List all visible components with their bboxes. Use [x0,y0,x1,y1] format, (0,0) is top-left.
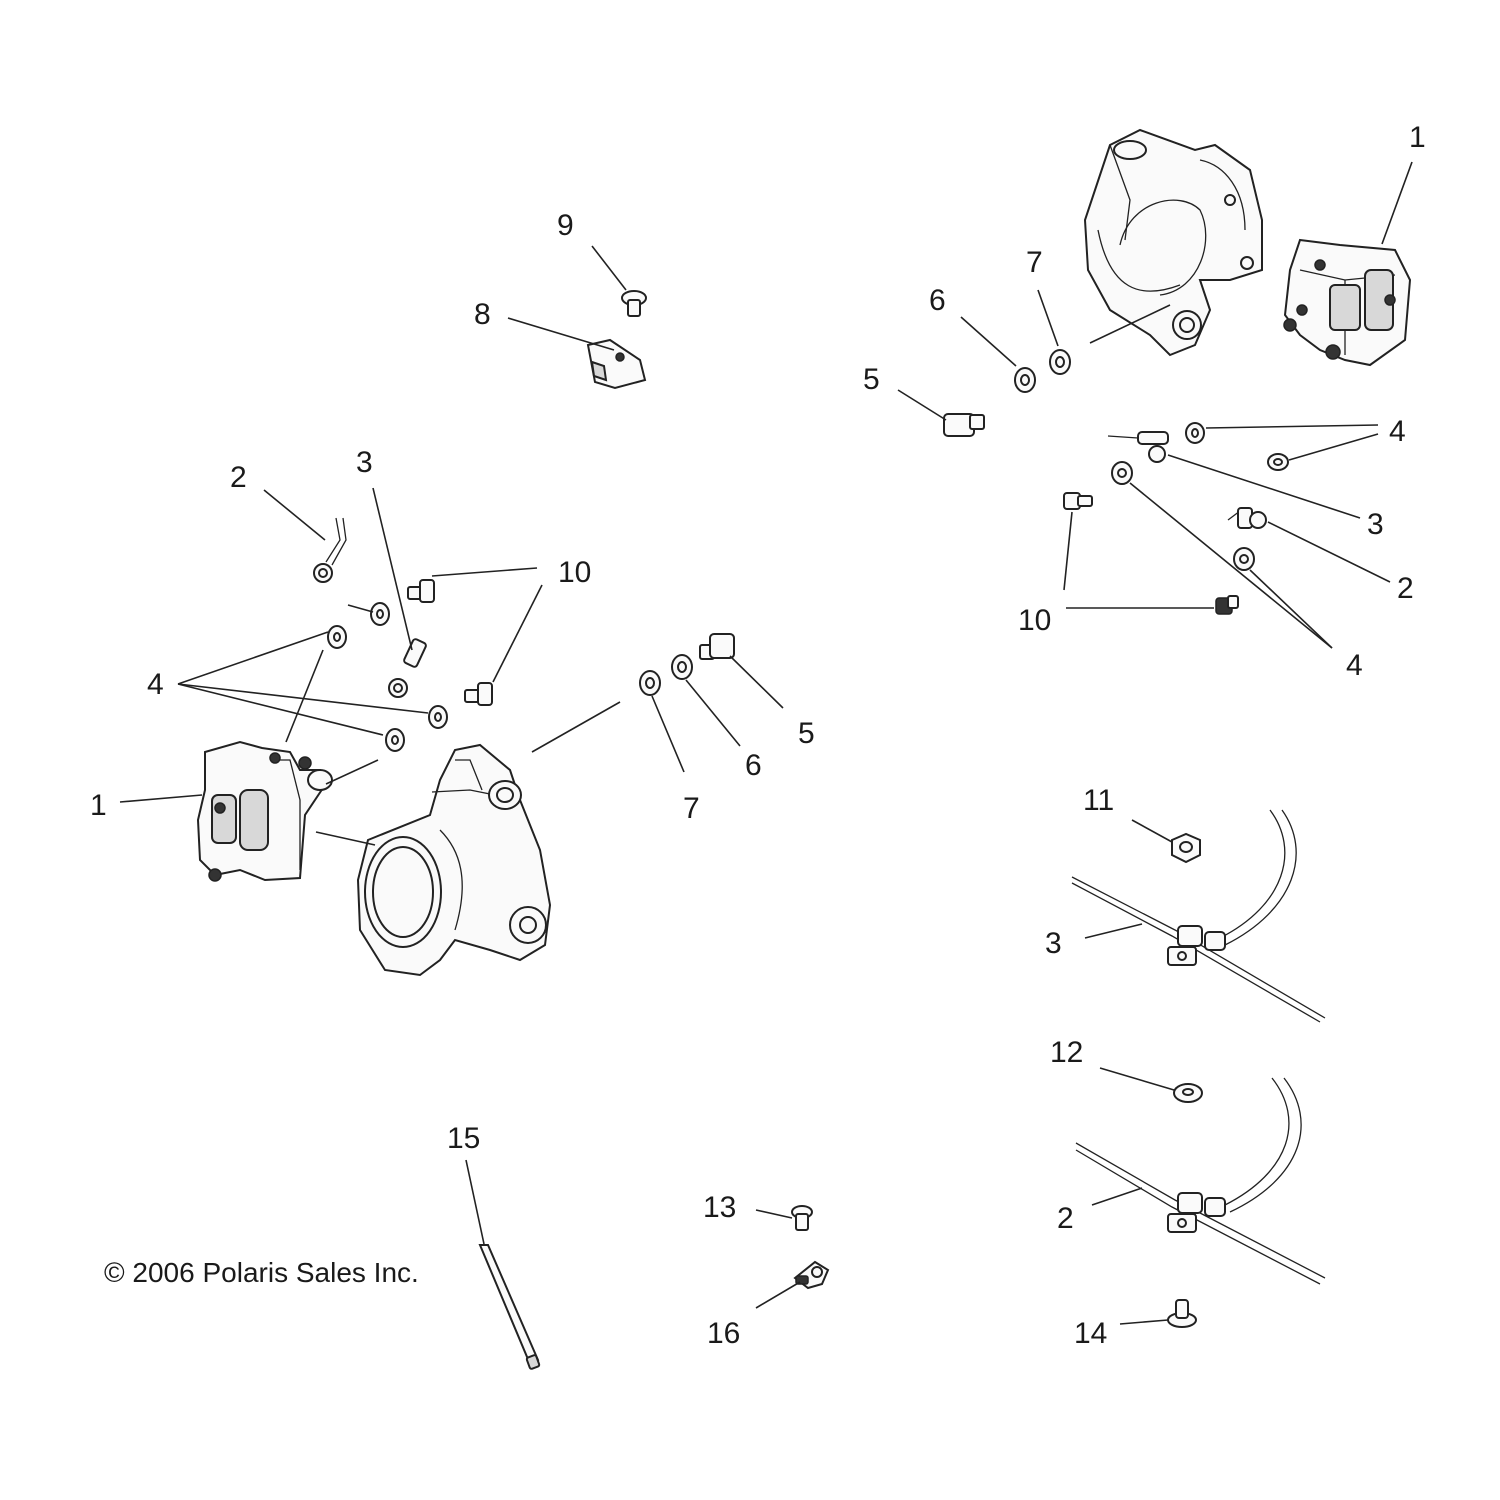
washer-12 [1173,1083,1203,1103]
bolt-14 [1167,1299,1197,1328]
bracket-8 [586,338,647,390]
left-hub-housing [356,743,552,977]
callout-label: 16 [707,1317,740,1350]
leader-16 [755,1281,801,1309]
left-bolt-5 [699,633,735,660]
left-washer-4c [428,705,448,729]
screw-13 [791,1205,813,1231]
callout-label: 14 [1074,1317,1107,1350]
right-washer-4b [1267,453,1289,471]
callout-label: 4 [1389,415,1406,448]
callout-label: 13 [703,1191,736,1224]
copyright-notice: © 2006 Polaris Sales Inc. [104,1257,419,1288]
right-hub-housing [1083,128,1263,357]
leader-14 [1119,1319,1169,1325]
callout-label: 4 [147,668,164,701]
right-washer-6 [1014,367,1036,393]
left-washer-6 [671,654,693,680]
callout-label: 9 [557,209,574,242]
left-washer-4d [385,728,405,752]
callout-labels: 1 2 3 4 5 6 7 8 9 10 11 12 13 14 15 16 1… [90,121,1426,1350]
callout-label: 12 [1050,1036,1083,1069]
right-bolt-10b [1215,595,1239,615]
callout-label: 10 [558,556,591,589]
callout-label: 1 [90,789,107,822]
leader-2-lower [1091,1187,1143,1206]
clip-16 [793,1260,830,1290]
callout-label: 3 [356,446,373,479]
left-brake-line-3 [388,638,427,698]
right-caliper [1283,238,1412,367]
callout-label: 2 [1397,572,1414,605]
right-bolt-10a [1063,492,1093,510]
right-bolt-5 [943,413,985,437]
left-caliper [196,740,333,882]
callout-label: 1 [1409,121,1426,154]
left-washer-4b [327,625,347,649]
callout-label: 6 [929,284,946,317]
callout-label: 5 [798,717,815,750]
cable-tie-15 [478,1244,541,1370]
callout-label: 11 [1083,784,1114,817]
callout-label: 15 [447,1122,480,1155]
leader-3-lower [1084,923,1143,939]
callout-label: 8 [474,298,491,331]
left-washer-7 [639,670,661,696]
left-washer-4a [370,602,390,626]
leader-8 [507,317,615,351]
right-brake-line-3 [1107,431,1169,463]
right-leaders [897,161,1413,649]
callout-label: 2 [230,461,247,494]
left-leaders [119,487,784,846]
right-washer-4c [1111,461,1133,485]
callout-label: 3 [1367,508,1384,541]
left-bolt-10b [464,682,493,706]
callout-label: 5 [863,363,880,396]
leader-9 [591,245,627,291]
screw-9 [621,290,647,317]
nut-11 [1171,832,1201,864]
right-washer-4d [1233,547,1255,571]
leader-12 [1099,1067,1175,1091]
callout-label: 10 [1018,604,1051,637]
right-washer-4a [1185,422,1205,444]
callout-label: 4 [1346,649,1363,682]
right-brake-line-2 [1227,507,1267,529]
cable-assembly-2 [1075,1077,1326,1285]
leader-11 [1131,819,1173,843]
leader-13 [755,1209,793,1219]
cable-assembly-3 [1071,809,1326,1023]
callout-label: 2 [1057,1202,1074,1235]
right-washer-7 [1049,349,1071,375]
callout-label: 6 [745,749,762,782]
callout-label: 3 [1045,927,1062,960]
left-brake-line-2 [313,517,347,583]
left-bolt-10a [407,579,435,603]
callout-label: 7 [1026,246,1043,279]
leader-15 [465,1159,485,1245]
callout-label: 7 [683,792,700,825]
